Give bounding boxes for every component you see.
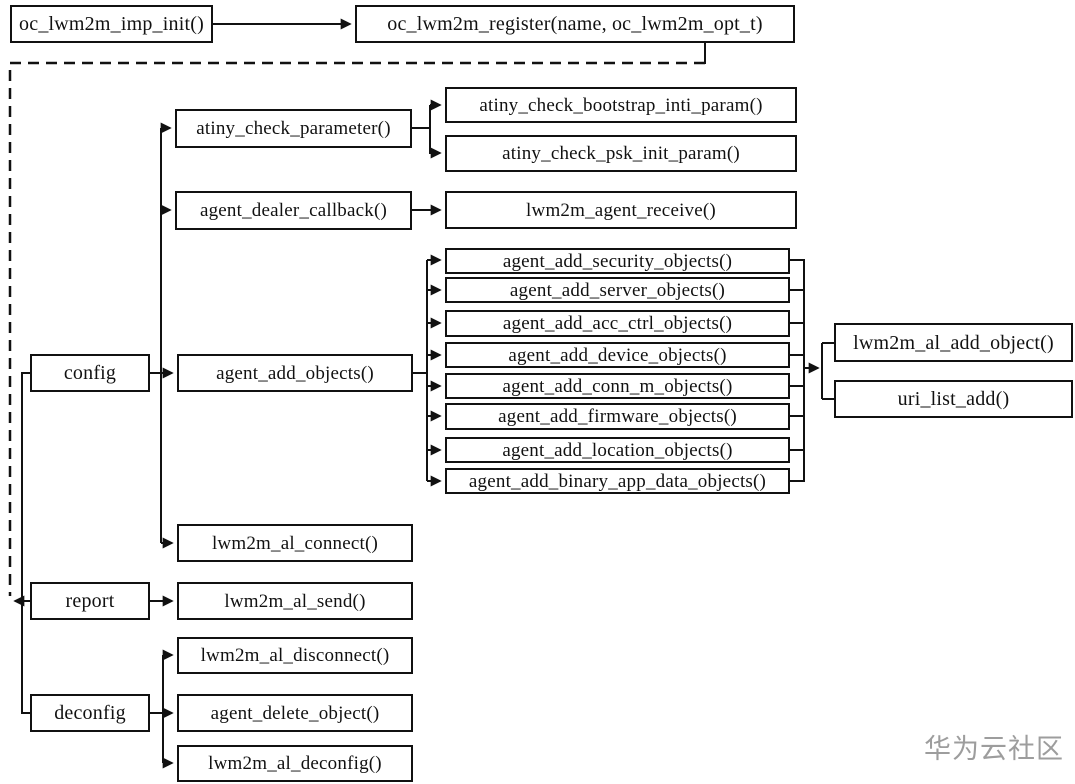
node-atiny-check-parameter: atiny_check_parameter() (175, 109, 412, 148)
node-lwm2m-al-add-object: lwm2m_al_add_object() (834, 323, 1073, 362)
node-lwm2m-al-connect: lwm2m_al_connect() (177, 524, 413, 562)
node-agent-add-binary-app-data-objects: agent_add_binary_app_data_objects() (445, 468, 790, 494)
node-lwm2m-al-disconnect: lwm2m_al_disconnect() (177, 637, 413, 674)
node-lwm2m-agent-receive: lwm2m_agent_receive() (445, 191, 797, 229)
node-agent-add-security-objects: agent_add_security_objects() (445, 248, 790, 274)
node-agent-add-device-objects: agent_add_device_objects() (445, 342, 790, 368)
node-deconfig: deconfig (30, 694, 150, 732)
node-agent-add-location-objects: agent_add_location_objects() (445, 437, 790, 463)
node-agent-add-conn-m-objects: agent_add_conn_m_objects() (445, 373, 790, 399)
node-atiny-check-bootstrap-inti-param: atiny_check_bootstrap_inti_param() (445, 87, 797, 123)
node-lwm2m-al-send: lwm2m_al_send() (177, 582, 413, 620)
node-uri-list-add: uri_list_add() (834, 380, 1073, 418)
node-oc-lwm2m-register: oc_lwm2m_register(name, oc_lwm2m_opt_t) (355, 5, 795, 43)
node-agent-add-acc-ctrl-objects: agent_add_acc_ctrl_objects() (445, 310, 790, 337)
node-agent-add-server-objects: agent_add_server_objects() (445, 277, 790, 303)
node-config: config (30, 354, 150, 392)
watermark-huawei-cloud-community: 华为云社区 (924, 734, 1064, 764)
node-lwm2m-al-deconfig: lwm2m_al_deconfig() (177, 745, 413, 782)
node-agent-add-firmware-objects: agent_add_firmware_objects() (445, 403, 790, 430)
node-oc-lwm2m-imp-init: oc_lwm2m_imp_init() (10, 5, 213, 43)
node-agent-delete-object: agent_delete_object() (177, 694, 413, 732)
node-report: report (30, 582, 150, 620)
node-agent-dealer-callback: agent_dealer_callback() (175, 191, 412, 230)
node-agent-add-objects: agent_add_objects() (177, 354, 413, 392)
node-atiny-check-psk-init-param: atiny_check_psk_init_param() (445, 135, 797, 172)
